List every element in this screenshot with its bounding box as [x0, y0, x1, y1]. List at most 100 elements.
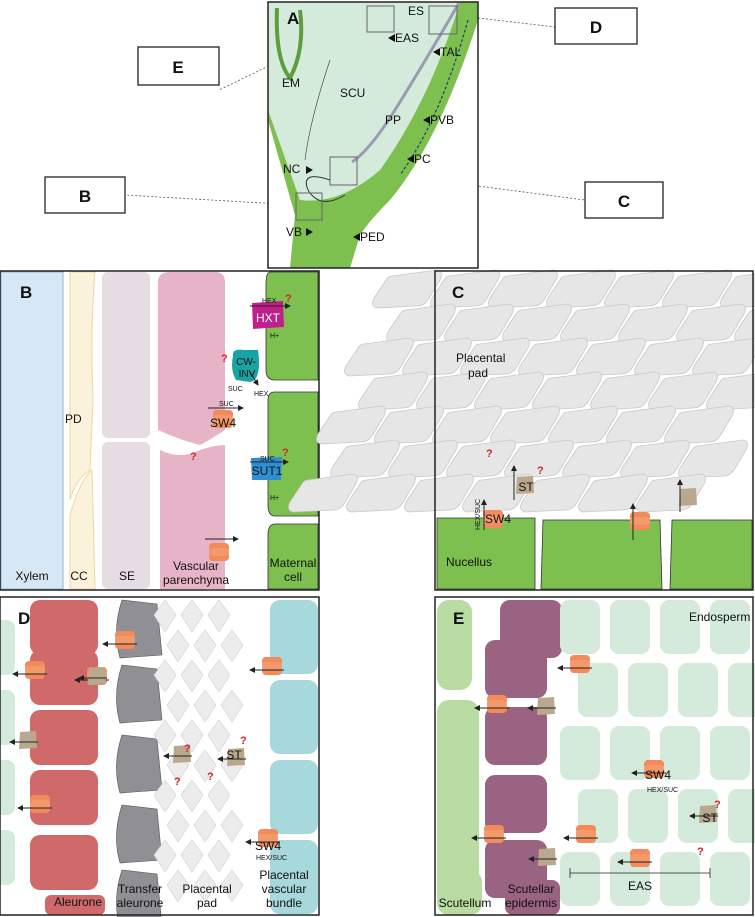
callout-e: E — [172, 58, 183, 77]
placental-label-2: pad — [468, 366, 488, 380]
sw4-transporter — [630, 849, 650, 867]
endosperm-cell — [728, 663, 755, 717]
vascular-bundle-cell — [270, 680, 318, 754]
panel-a: A ES EAS TAL EM SCU PP PVB PC NC VB PED — [267, 1, 479, 269]
placental-pad-cell — [676, 303, 746, 343]
panel-c-label: C — [452, 283, 464, 302]
placental-pad-cell — [344, 337, 414, 377]
question-mark: ? — [282, 447, 289, 459]
scutellar-epidermis-cell — [505, 880, 560, 915]
endosperm-cell — [660, 600, 700, 654]
vascular-bundle-cell — [270, 840, 318, 914]
placental-pad-cell — [207, 599, 231, 633]
panel-c: C Placental pad Nucellus ST SW4 HEX/SUC … — [288, 269, 755, 591]
placental-pad-cell — [180, 719, 204, 753]
placental-pad-cell — [662, 269, 732, 309]
placental-pad-cell — [193, 869, 217, 903]
st-label: ST — [518, 480, 534, 494]
cell-epidermis: epidermis — [505, 896, 557, 910]
endosperm-cell — [560, 726, 600, 780]
label-tal: TAL — [440, 45, 461, 59]
hplus-label: H+ — [270, 495, 279, 502]
placental-pad-cell — [604, 269, 674, 309]
placental-pad-cell — [416, 371, 486, 411]
endosperm-cell — [610, 726, 650, 780]
transport-arrows — [205, 303, 291, 542]
placental-pad-cell — [220, 869, 244, 903]
sw4-transporter — [262, 657, 282, 675]
cell-parenchyma: parenchyma — [163, 573, 229, 587]
endosperm-cell — [660, 726, 700, 780]
sw4-label: SW4 — [485, 512, 511, 526]
endosperm-cell — [0, 620, 15, 675]
placental-pad-cell — [207, 659, 231, 693]
placental-pad-cell — [444, 303, 514, 343]
placental-pad-cell — [388, 439, 458, 479]
placental-pad-cell — [346, 473, 416, 513]
placental-pad-cell — [180, 779, 204, 813]
label-ped: PED — [360, 230, 385, 244]
endosperm-cell — [728, 789, 755, 843]
question-mark: ? — [697, 846, 704, 858]
endosperm-cell — [710, 600, 750, 654]
st-transporter — [19, 731, 37, 749]
placental-pad-cell — [180, 659, 204, 693]
placental-pad-cell — [207, 779, 231, 813]
placental-pad-cell — [578, 473, 648, 513]
placental-pad-cell — [460, 337, 530, 377]
cell-transfer: Transfer — [118, 882, 162, 896]
placental-pad-cell — [576, 337, 646, 377]
placental-pad-cell — [546, 269, 616, 309]
panel-e: E Endosperm SW4 ST Scutellum Scutellar e… — [434, 596, 755, 916]
scutellum-cell — [437, 870, 482, 915]
callout-d: D — [590, 18, 602, 37]
cell-scutellum: Scutellum — [439, 896, 492, 910]
placental-pad-cell — [648, 371, 718, 411]
sut1-transporter — [251, 457, 282, 480]
aleurone-cell — [45, 895, 105, 915]
st-label: ST — [226, 748, 242, 762]
endosperm-cell — [560, 600, 600, 654]
panel-a-label: A — [287, 9, 299, 28]
sw4-transporter — [570, 655, 590, 673]
aleurone-cell — [30, 710, 98, 765]
placental-pad-cell — [207, 839, 231, 873]
eas-label: EAS — [628, 879, 652, 893]
transfer-aleurone-cell — [116, 664, 163, 724]
panel-d-cells — [0, 599, 318, 917]
label-pc: PC — [414, 152, 431, 166]
panel-b-label: B — [20, 283, 32, 302]
st-transporter — [538, 848, 556, 866]
placental-pad-cell — [358, 371, 428, 411]
placental-pad-cell — [374, 405, 444, 445]
endosperm-cell — [628, 789, 668, 843]
hplus-label: H+ — [270, 333, 279, 340]
endosperm-cell — [610, 600, 650, 654]
cell-se: SE — [119, 569, 135, 583]
panel-d: D ST SW4 Aleurone Transfer aleurone Plac… — [0, 596, 320, 917]
endosperm-cell — [0, 830, 15, 885]
placental-pad-cell — [193, 689, 217, 723]
cell-xylem: Xylem — [15, 569, 48, 583]
placental-pad-cell — [606, 405, 676, 445]
placental-pad-cell — [664, 405, 734, 445]
cwinv-enzyme — [232, 349, 259, 382]
label-vb: VB — [286, 225, 302, 239]
callout-c: C — [618, 192, 630, 211]
placental-pad-cell — [474, 371, 544, 411]
suc-label: SUC — [260, 456, 275, 463]
cell-cc: CC — [70, 569, 88, 583]
scutellar-epidermis-cell — [485, 640, 547, 698]
placental-pad-cell — [220, 809, 244, 843]
placental-pad-cell — [166, 809, 190, 843]
placental-pad-cell — [618, 303, 688, 343]
callout-boxes — [44, 7, 664, 219]
transfer-aleurone-cell — [116, 869, 162, 917]
st-label: ST — [702, 811, 718, 825]
placental-pad-cell — [153, 779, 177, 813]
endosperm-cell — [0, 760, 15, 815]
aleurone-cell — [30, 835, 98, 890]
panel-e-label: E — [453, 609, 464, 628]
vascular-bundle-cell — [270, 600, 318, 674]
